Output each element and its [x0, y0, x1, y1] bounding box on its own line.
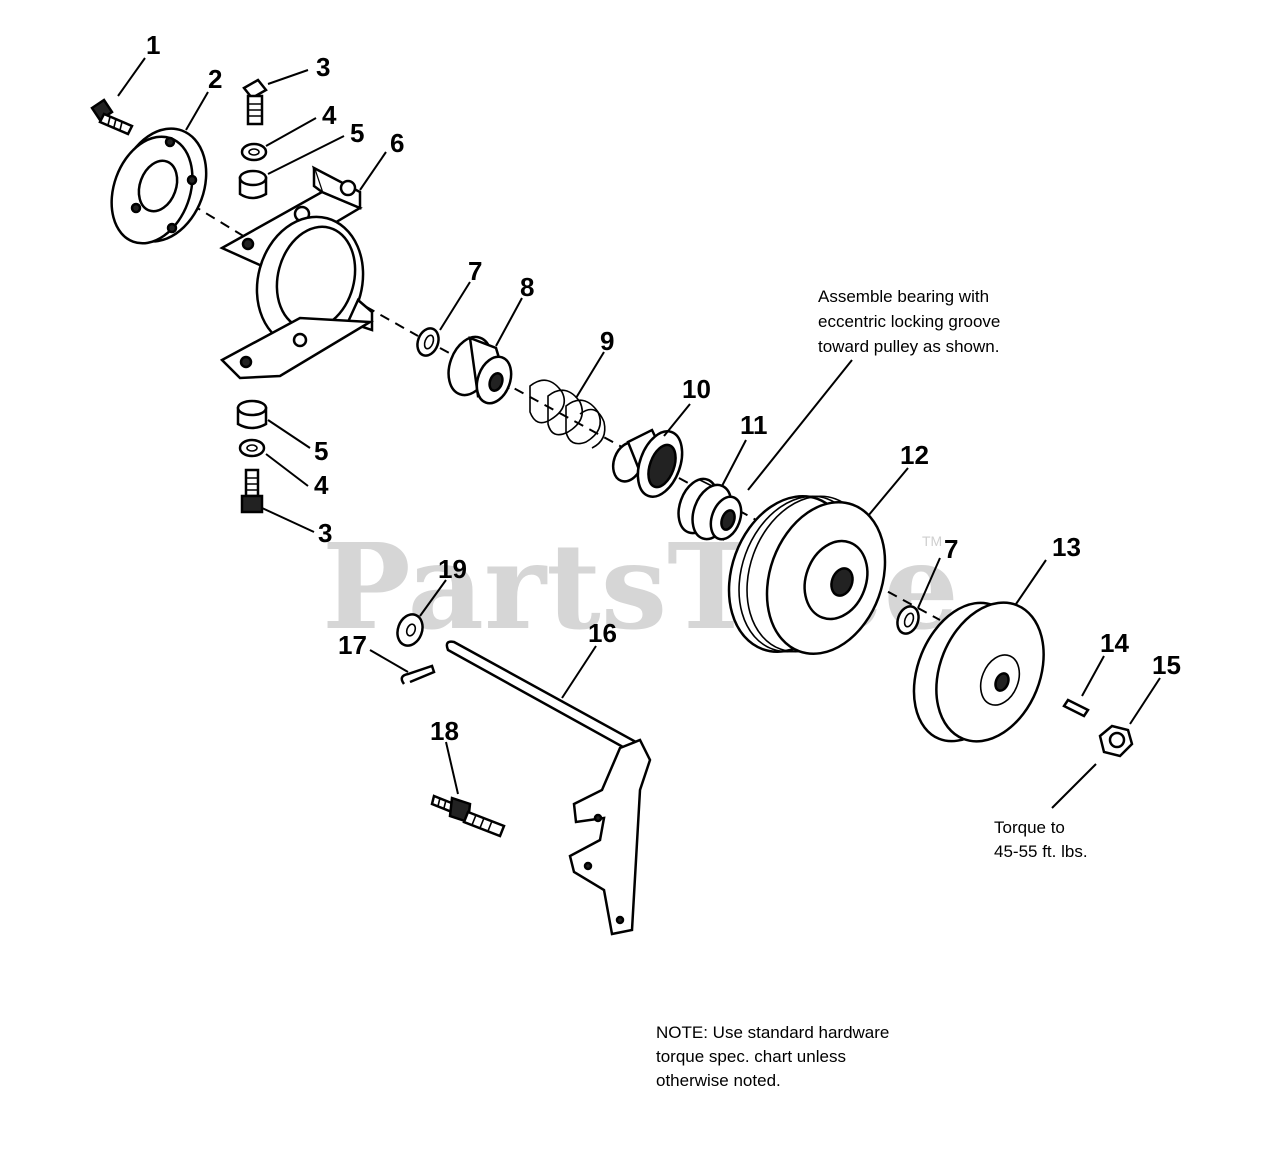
callout-8: 8 [520, 272, 534, 302]
callout-7: 7 [468, 256, 482, 286]
part-17-cotter-pin [400, 664, 436, 685]
callout-6: 6 [390, 128, 404, 158]
part-7-snap-ring-2 [896, 605, 920, 635]
callout-3-bottom: 3 [318, 518, 332, 548]
callout-10: 10 [682, 374, 711, 404]
part-3-bolt-top [242, 78, 268, 126]
part-15-nut [1098, 724, 1134, 758]
callout-4-bottom: 4 [314, 470, 329, 500]
part-18-stud [430, 794, 506, 838]
note-torque: Torque to 45-55 ft. lbs. [994, 818, 1088, 861]
part-11-bearing [677, 477, 743, 541]
note-torque-line-1: Torque to [994, 818, 1065, 837]
callout-15: 15 [1152, 650, 1181, 680]
note-bearing-line-2: eccentric locking groove [818, 312, 1000, 331]
part-3-bolt-bottom [240, 468, 264, 514]
callout-11: 11 [740, 410, 768, 440]
part-2-flange [110, 127, 208, 245]
callout-leader-lines [117, 57, 1161, 809]
part-13-pulley [912, 601, 1045, 743]
callout-2: 2 [208, 64, 222, 94]
part-16-lever [445, 640, 652, 936]
note-hardware-line-3: otherwise noted. [656, 1071, 781, 1090]
callout-3-top: 3 [316, 52, 330, 82]
callout-9: 9 [600, 326, 614, 356]
callout-7-second: 7 [944, 534, 958, 564]
part-1-bolt [90, 98, 134, 136]
part-10-cup [611, 428, 684, 498]
part-14-key [1062, 698, 1090, 718]
note-hardware-line-2: torque spec. chart unless [656, 1047, 846, 1066]
note-hardware-line-1: NOTE: Use standard hardware [656, 1023, 889, 1042]
callout-18: 18 [430, 716, 459, 746]
part-4-washer-top [240, 142, 268, 162]
callout-17: 17 [338, 630, 367, 660]
part-6-bracket [219, 165, 375, 380]
note-bearing-line-1: Assemble bearing with [818, 287, 989, 306]
part-12-pulley [727, 495, 887, 656]
note-hardware: NOTE: Use standard hardware torque spec.… [656, 1023, 889, 1090]
callout-16: 16 [588, 618, 617, 648]
part-19-washer [396, 613, 424, 647]
callout-19: 19 [438, 554, 467, 584]
watermark-trademark: TM [922, 533, 942, 549]
part-9-spring [529, 379, 606, 449]
part-7-snap-ring [416, 327, 440, 357]
part-8-bushing [447, 335, 513, 405]
callout-5-top: 5 [350, 118, 364, 148]
callout-5-bottom: 5 [314, 436, 328, 466]
callout-1: 1 [146, 30, 160, 60]
note-bearing-line-3: toward pulley as shown. [818, 337, 999, 356]
callout-4-top: 4 [322, 100, 337, 130]
part-5-spacer-top [238, 169, 268, 200]
part-5-spacer-bottom [236, 399, 268, 430]
note-bearing: Assemble bearing with eccentric locking … [818, 287, 1000, 356]
callout-13: 13 [1052, 532, 1081, 562]
part-4-washer-bottom [238, 438, 266, 458]
callout-14: 14 [1100, 628, 1129, 658]
callout-12: 12 [900, 440, 929, 470]
note-torque-line-2: 45-55 ft. lbs. [994, 842, 1088, 861]
